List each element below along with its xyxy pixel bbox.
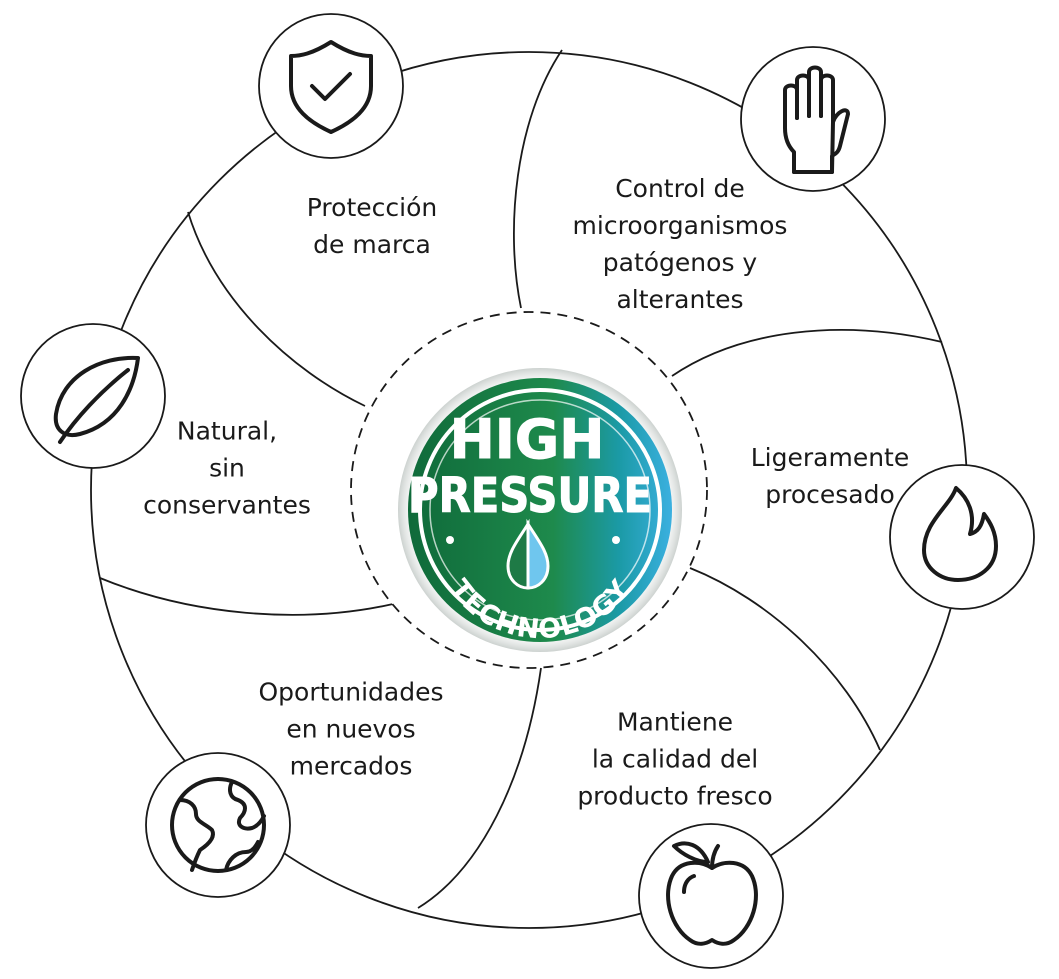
icon-circle-flame	[889, 464, 1035, 610]
label-line: Protección	[306, 193, 438, 222]
divider-upper-right	[671, 329, 943, 377]
segment-dividers	[99, 49, 943, 909]
label-line: Oportunidades	[258, 677, 444, 707]
divider-top	[513, 49, 563, 309]
icon-circle-globe	[145, 752, 291, 898]
label-line: Mantiene	[616, 707, 734, 737]
divider-upper-left	[187, 211, 366, 407]
label-line: mercados	[289, 751, 413, 781]
label-line: Natural,	[176, 416, 278, 446]
high-pressure-technology-badge: HIGH PRESSURE TECHNOLOGY	[398, 368, 682, 652]
label-line: producto fresco	[577, 781, 773, 811]
label-line: microorganismos	[572, 211, 788, 240]
label-lightly-processed: Ligeramente procesado	[751, 439, 909, 513]
globe-icon	[170, 777, 266, 873]
leaf-icon	[53, 355, 140, 444]
water-drop-icon	[506, 518, 550, 590]
label-line: Ligeramente	[750, 443, 910, 472]
label-line: sin	[209, 453, 245, 483]
flame-icon	[922, 486, 998, 582]
label-brand-protection: Protección de marca	[307, 189, 437, 263]
label-line: en nuevos	[286, 714, 416, 744]
label-line: de marca	[313, 230, 431, 259]
divider-lower-left	[99, 577, 394, 616]
divider-bottom	[417, 667, 542, 909]
icon-circle-shield	[258, 13, 404, 159]
label-microorganism-control: Control de microorganismos patógenos y a…	[573, 170, 788, 318]
label-line: la calidad del	[591, 744, 759, 774]
label-fresh-quality: Mantiene la calidad del producto fresco	[577, 704, 772, 815]
apple-icon	[666, 841, 758, 946]
icon-circle-apple	[638, 823, 784, 969]
icon-circle-hand	[740, 46, 886, 192]
label-line: conservantes	[143, 490, 311, 520]
label-line: alterantes	[616, 285, 744, 314]
badge-text-high: HIGH	[450, 408, 605, 471]
shield-check-icon	[289, 40, 373, 134]
label-line: Control de	[615, 174, 745, 203]
icon-circles	[20, 13, 1035, 969]
icon-circle-leaf	[20, 323, 166, 469]
label-line: procesado	[765, 480, 895, 509]
label-line: patógenos y	[602, 248, 758, 277]
label-natural: Natural, sin conservantes	[143, 413, 311, 524]
divider-lower-right	[689, 567, 881, 751]
hand-glove-icon	[783, 65, 850, 174]
label-new-markets: Oportunidades en nuevos mercados	[258, 674, 443, 785]
badge-text-pressure: PRESSURE	[408, 468, 652, 524]
